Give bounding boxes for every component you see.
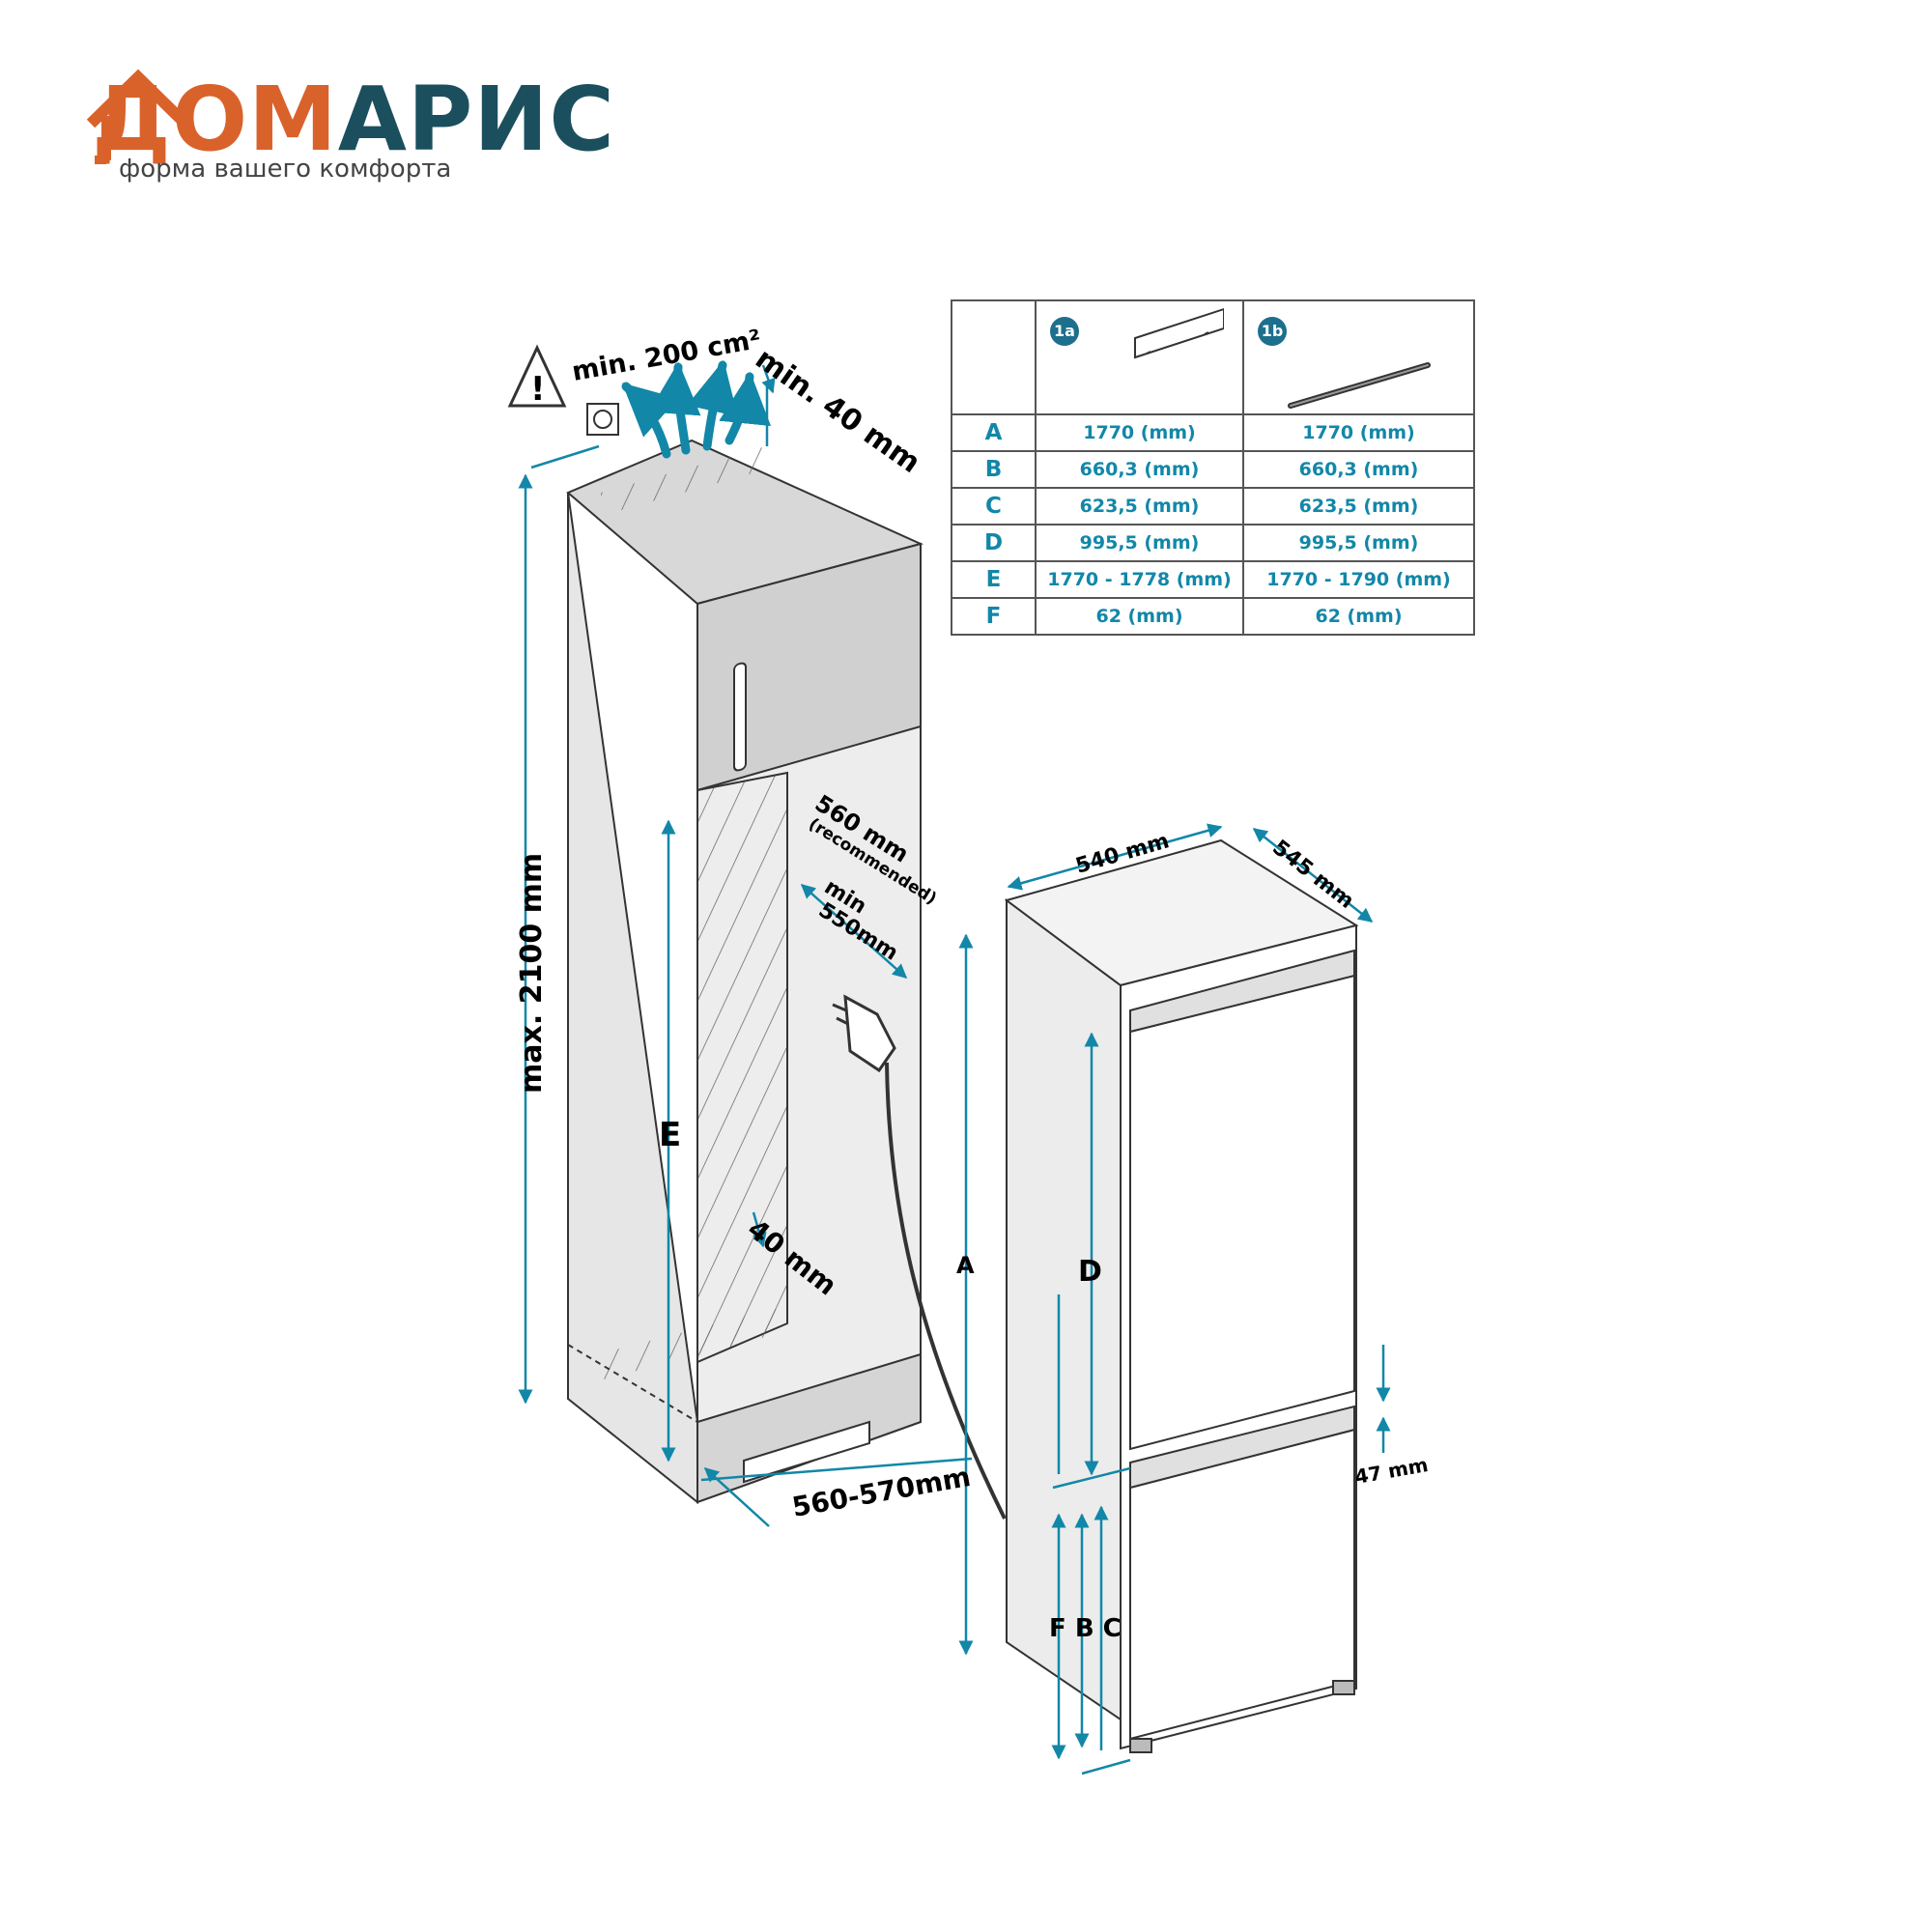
row-value-1b: 1770 (mm) [1242,413,1475,452]
row-value-1a: 1770 - 1778 (mm) [1035,560,1244,599]
bottom-vent-grille [604,1306,787,1379]
bracket-1b-icon [1288,362,1431,409]
plinth-vent [743,1420,870,1484]
label-a: A [956,1252,975,1279]
row-key: D [951,524,1037,562]
warning-icon: ! [507,344,567,409]
dimension-lines-cabinet [518,364,973,1527]
logo-word-part1: ДОМ [92,68,338,171]
label-gap-47: 47 mm [1353,1453,1430,1489]
row-value-1a: 623,5 (mm) [1035,487,1244,526]
table-corner [951,299,1037,415]
column-1b: 1b [1242,299,1475,415]
row-value-1a: 62 (mm) [1035,597,1244,636]
label-fbc: F B C [1049,1614,1122,1643]
row-key: F [951,597,1037,636]
row-value-1a: 1770 (mm) [1035,413,1244,452]
logo-wordmark: ДОМАРИС [92,75,615,164]
row-value-1a: 660,3 (mm) [1035,450,1244,489]
logo-house-icon [86,69,190,164]
fridge-divider [1129,1405,1355,1490]
row-value-1b: 1770 - 1790 (mm) [1242,560,1475,599]
bracket-1a-icon [1134,307,1224,359]
row-key: A [951,413,1037,452]
label-vent-area: min. 200 cm² [570,325,763,387]
upper-door [696,542,922,792]
row-value-1b: 623,5 (mm) [1242,487,1475,526]
table-header-row: 1a 1b [951,299,1475,415]
svg-text:!: ! [530,370,546,409]
logo-tagline: форма вашего комфорта [119,155,452,184]
dimension-lines-fridge [958,823,1391,1776]
socket-icon [586,403,619,436]
cabinet-niche [566,439,923,1505]
inner-hatched-wall [696,771,788,1364]
badge-1b: 1b [1258,317,1287,346]
row-value-1b: 62 (mm) [1242,597,1475,636]
door-handle [733,662,747,772]
label-height-max: max. 2100 mm [515,853,549,1094]
column-1a: 1a [1035,299,1244,415]
top-vent-grille [601,444,773,516]
badge-1a: 1a [1050,317,1079,346]
label-e: E [659,1116,681,1154]
vent-arrows [621,359,772,459]
row-value-1a: 995,5 (mm) [1035,524,1244,562]
cabinet-back-edge [567,1344,698,1423]
fridge-foot [1129,1738,1152,1753]
fridge-foot [1332,1680,1355,1695]
fridge-upper-door [1129,974,1355,1451]
row-key: B [951,450,1037,489]
row-key: C [951,487,1037,526]
fridge-side [1006,898,1122,1721]
row-value-1b: 995,5 (mm) [1242,524,1475,562]
label-gap-top: min. 40 mm [749,342,925,480]
label-d: D [1078,1255,1102,1289]
fridge-top-strip [1129,949,1355,1034]
row-value-1b: 660,3 (mm) [1242,450,1475,489]
row-key: E [951,560,1037,599]
logo-word-part2: АРИС [337,68,615,171]
